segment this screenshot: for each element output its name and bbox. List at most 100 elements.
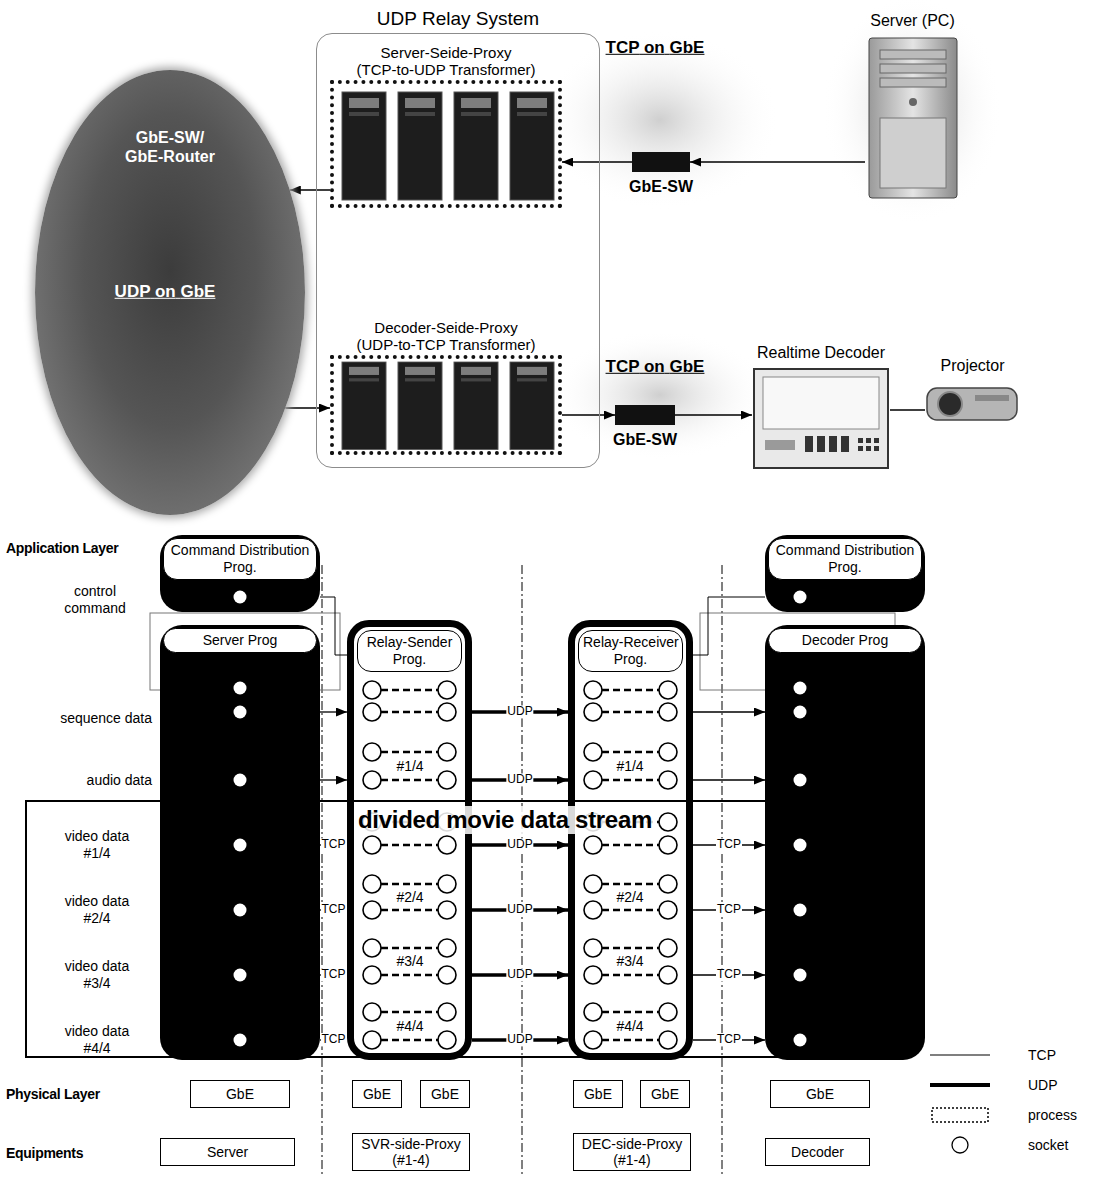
process-sample [932, 1108, 988, 1122]
legend-sample [928, 1134, 992, 1156]
text-label: #3/4 [616, 953, 643, 970]
socket [438, 836, 456, 854]
edge-label: UDP [506, 1033, 533, 1046]
edge-label: UDP [506, 968, 533, 981]
node-label: Server Prog [163, 628, 317, 653]
socket-layer [575, 627, 686, 1053]
socket [659, 1003, 677, 1021]
text-label: TCP on GbE [606, 357, 705, 377]
word: TCP [1028, 1047, 1056, 1063]
node-label: Server [204, 1144, 251, 1160]
socket [659, 966, 677, 984]
node-label: Projector [940, 357, 1004, 375]
socket-link [381, 947, 438, 950]
edge-label: TCP [716, 903, 742, 916]
interface-box: GbE [770, 1080, 870, 1108]
word: Physical [6, 1086, 60, 1102]
program-box: Relay-Receiver Prog. [568, 620, 693, 1060]
node-label: SVR-side-Proxy (#1-4) [353, 1136, 469, 1168]
word: #3/4 [396, 953, 423, 969]
word: Distribution [239, 542, 309, 558]
legend-text: socket [1028, 1137, 1068, 1153]
connector [320, 597, 347, 655]
socket [659, 1031, 677, 1049]
connector [675, 414, 752, 416]
socket-layer [160, 625, 320, 1060]
socket [584, 1003, 602, 1021]
node-label: GbE [803, 1086, 837, 1102]
socket [794, 591, 807, 604]
connector [562, 161, 632, 163]
socket [363, 681, 381, 699]
socket [794, 839, 807, 852]
word: TCP [322, 967, 346, 981]
word: TCP [322, 837, 346, 851]
socket [438, 681, 456, 699]
socket-link [602, 974, 659, 977]
socket [584, 901, 602, 919]
connector [285, 407, 330, 409]
node-label: GbE-SW [613, 431, 677, 449]
socket [438, 703, 456, 721]
glow [822, 0, 1002, 225]
legend-text: TCP [1028, 1047, 1056, 1063]
socket-link [602, 751, 659, 754]
glow [550, 330, 770, 460]
word: Application [6, 540, 79, 556]
node-label: GbE [428, 1086, 462, 1102]
word: UDP [507, 772, 532, 786]
socket [438, 901, 456, 919]
word: GbE [226, 1086, 254, 1102]
word: GbE [670, 357, 705, 376]
word: #1/4 [396, 758, 423, 774]
word: Command [171, 542, 236, 558]
socket [584, 703, 602, 721]
word: audio [87, 772, 121, 788]
socket [363, 1031, 381, 1049]
node-label: divided movie data stream [355, 806, 655, 834]
interface-box: GbE [420, 1080, 470, 1108]
word: Prog. [614, 651, 647, 667]
interface-box: GbE [190, 1080, 290, 1108]
edge-label: TCP [716, 1033, 742, 1046]
socket [584, 836, 602, 854]
word: GbE [180, 282, 215, 301]
text-label: sequence data [60, 710, 152, 727]
glow [540, 30, 780, 210]
word: video [65, 1023, 98, 1039]
socket [363, 901, 381, 919]
word: GbE [584, 1086, 612, 1102]
legend-row: TCP [928, 1040, 1103, 1070]
socket [659, 681, 677, 699]
socket-link [602, 1011, 659, 1014]
interface-box: GbE [640, 1080, 690, 1108]
program-box: Command Distribution Prog. [160, 535, 320, 612]
node-label: DEC-side-Proxy (#1-4) [574, 1136, 690, 1168]
socket [659, 743, 677, 761]
socket-link [381, 711, 438, 714]
socket [659, 771, 677, 789]
edge-label: TCP [321, 903, 347, 916]
word: TCP [322, 902, 346, 916]
socket [584, 966, 602, 984]
word: control [74, 583, 116, 599]
edge-label: TCP [321, 838, 347, 851]
socket [363, 966, 381, 984]
text-label: UDP on GbE [115, 282, 216, 302]
socket [438, 1003, 456, 1021]
text-label: #2/4 [396, 889, 423, 906]
word: #4/4 [616, 1018, 643, 1034]
word: System [476, 8, 539, 29]
node-label: Server-Seide-Proxy (TCP-to-UDP Transform… [339, 44, 554, 79]
text-label: #4/4 [396, 1018, 423, 1035]
word: video [65, 828, 98, 844]
word: #2/4 [83, 910, 110, 926]
socket [659, 901, 677, 919]
word: GbE-SW/ [136, 129, 204, 146]
socket-link [602, 909, 659, 912]
edge-label: TCP [716, 968, 742, 981]
socket-link [381, 689, 438, 692]
legend-text: process [1028, 1107, 1077, 1123]
word: GbE [431, 1086, 459, 1102]
decoder-device: Realtime Decoder [752, 367, 890, 470]
